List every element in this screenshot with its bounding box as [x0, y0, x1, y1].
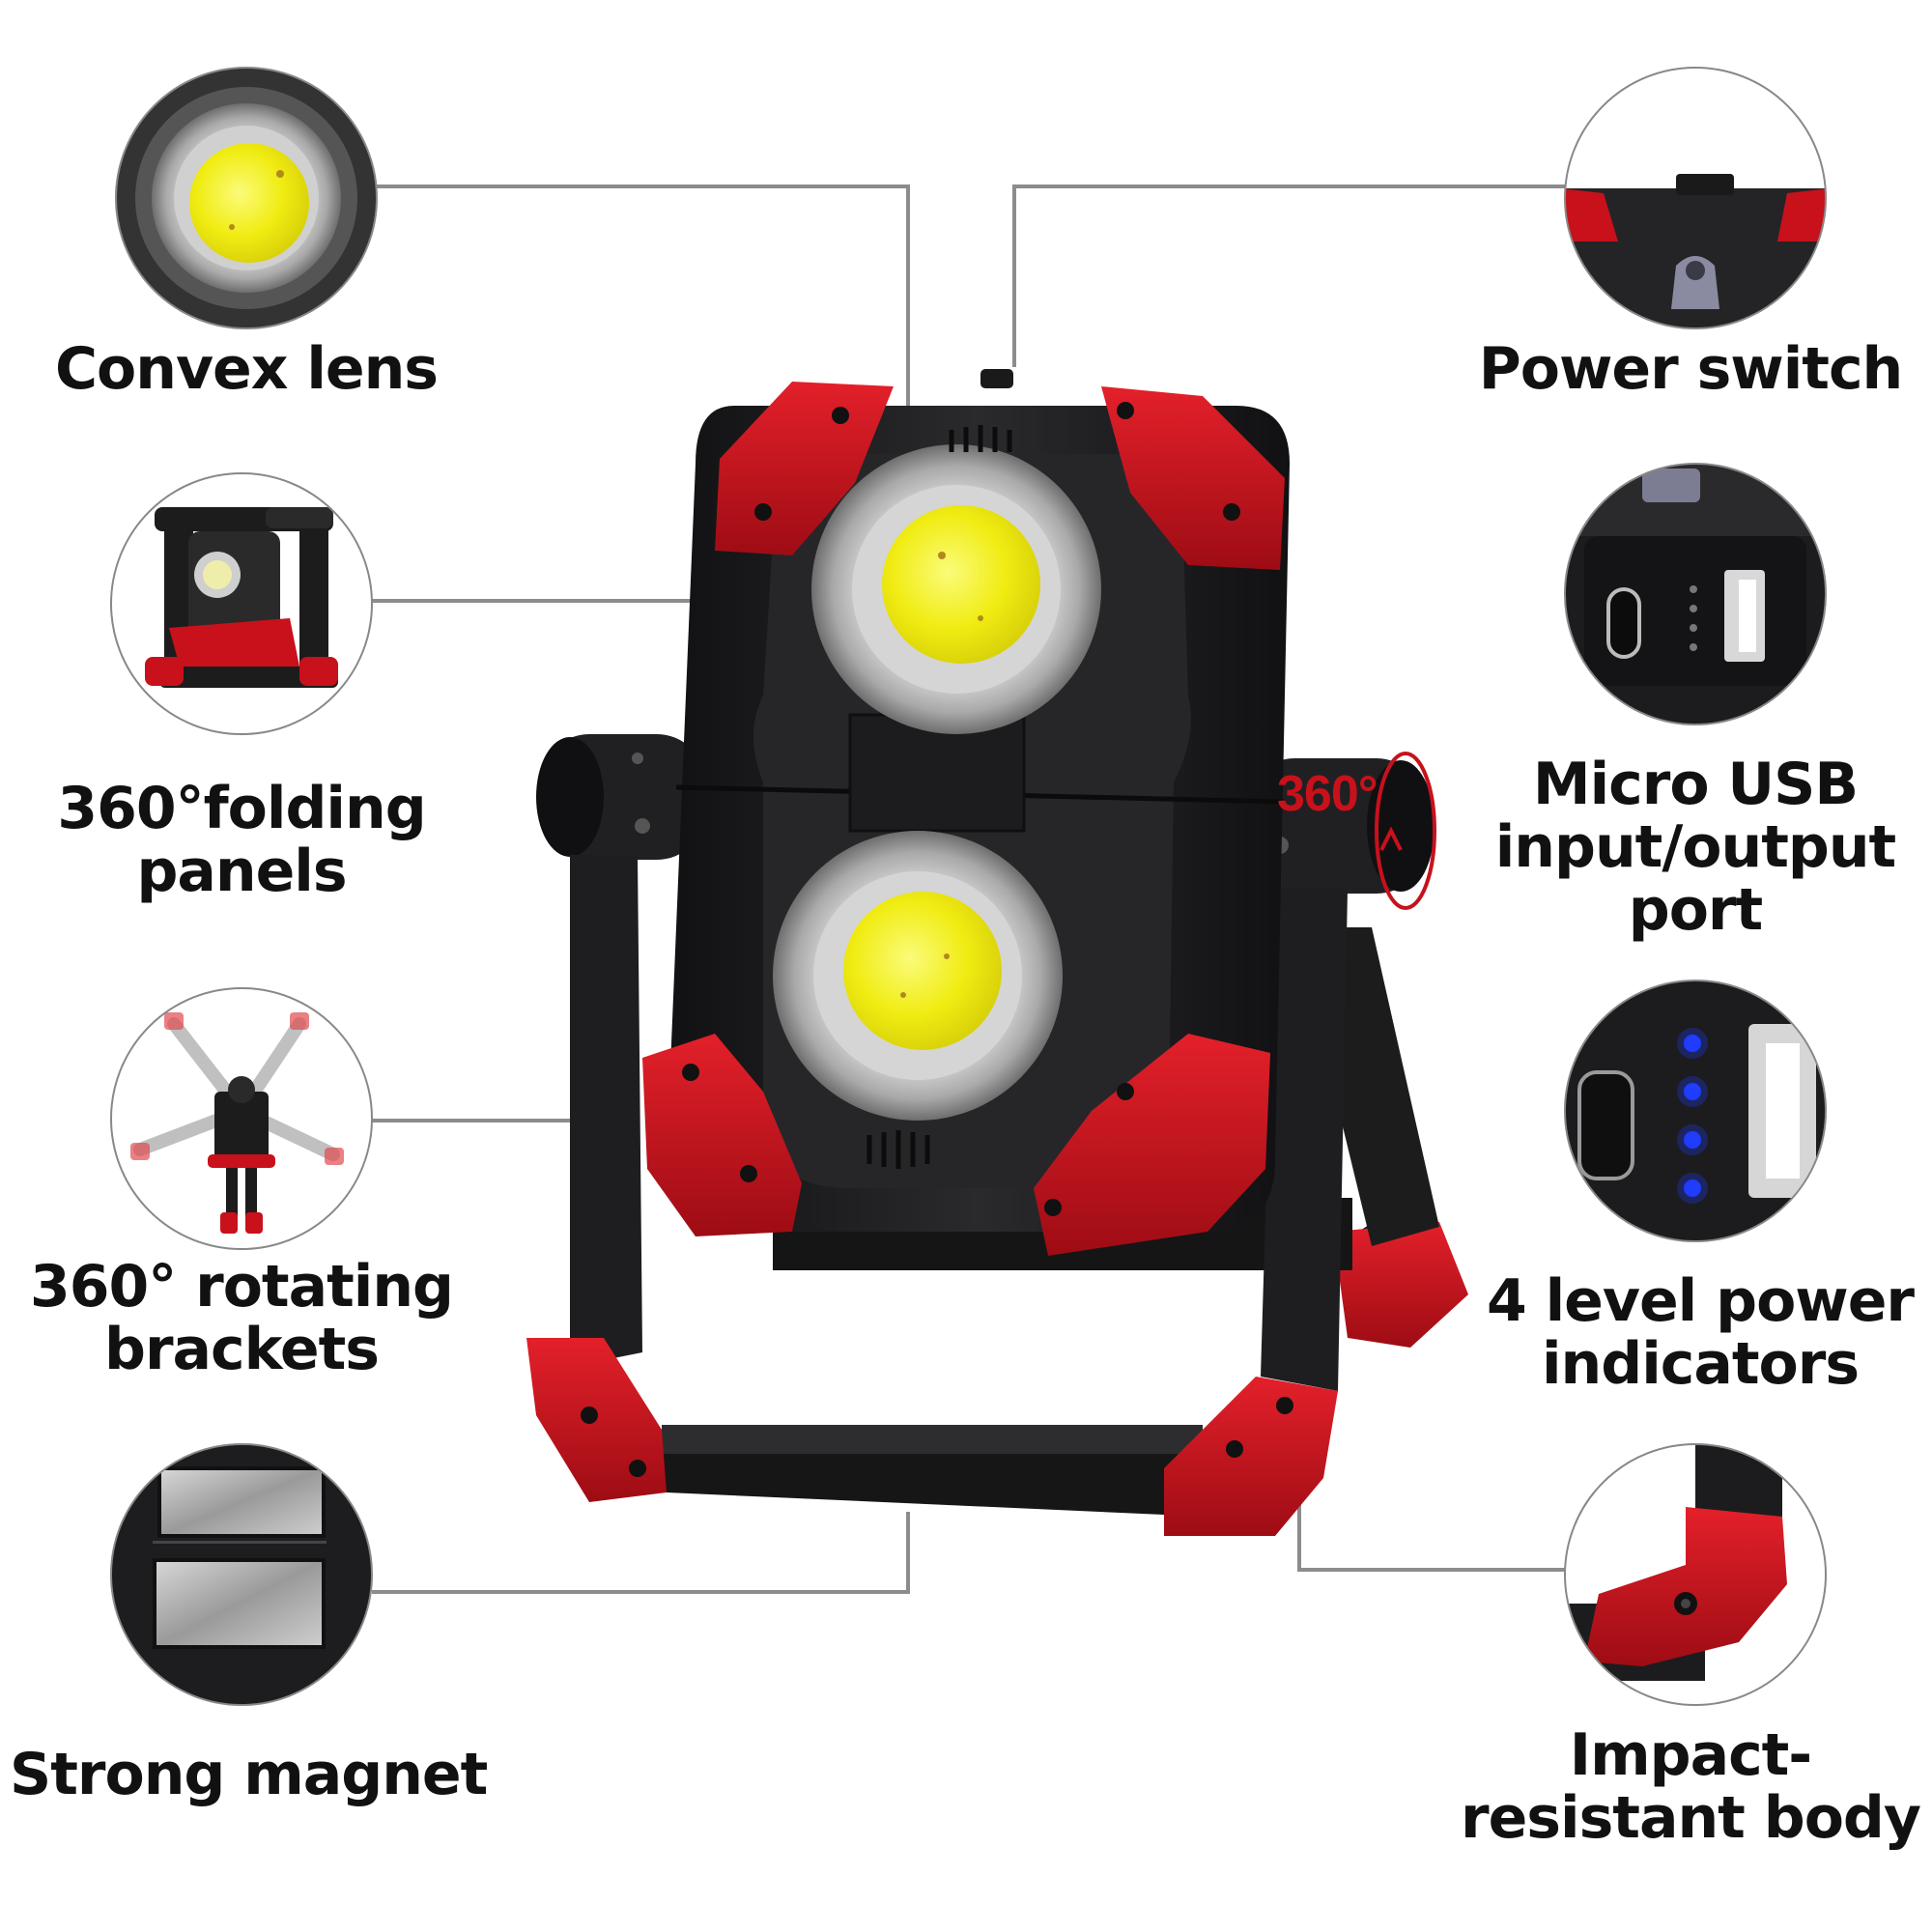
inset-folding-panels: [110, 472, 373, 735]
inset-strong-magnet: [110, 1443, 373, 1706]
inset-power-indicators: [1564, 980, 1827, 1242]
leader-line-impact-body: [1297, 1454, 1565, 1572]
label-power-switch: Power switch: [1478, 335, 1903, 403]
indicator-led: [1684, 1083, 1701, 1100]
work-light-product: [526, 369, 1468, 1536]
inset-power-switch: [1564, 67, 1827, 329]
label-impact-body: Impact- resistant body: [1461, 1721, 1921, 1852]
leader-line-power-switch: [1012, 185, 1565, 367]
label-power-indicators: 4 level power indicators: [1486, 1267, 1915, 1398]
inset-rotating-brackets: [110, 987, 373, 1250]
inset-convex-lens: [115, 67, 378, 329]
indicator-led: [1684, 1035, 1701, 1052]
indicator-led: [1684, 1131, 1701, 1149]
indicator-dots: [1677, 1028, 1708, 1204]
inset-impact-body: [1564, 1443, 1827, 1706]
leader-line-strong-magnet: [372, 1512, 910, 1594]
inset-usb-port: [1564, 463, 1827, 725]
label-convex-lens: Convex lens: [54, 335, 439, 403]
label-strong-magnet: Strong magnet: [10, 1741, 488, 1808]
label-usb-port: Micro USB input/output port: [1494, 751, 1897, 944]
label-rotating-brackets: 360° rotating brackets: [29, 1253, 454, 1383]
indicator-led: [1684, 1179, 1701, 1197]
label-folding-panels: 360°folding panels: [57, 775, 426, 905]
rotation-badge: 360°: [1277, 766, 1378, 822]
